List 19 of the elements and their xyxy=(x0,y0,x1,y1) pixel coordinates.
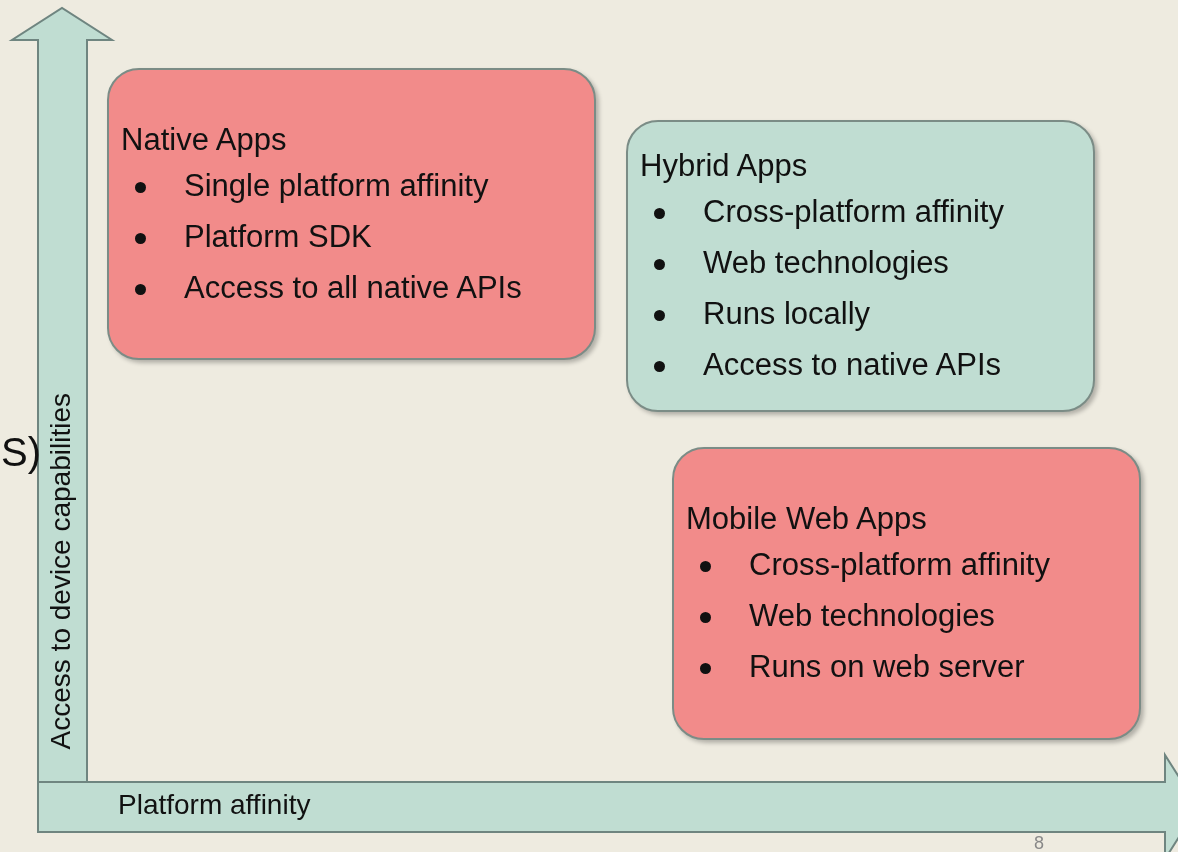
bullet-item: Platform SDK xyxy=(184,218,372,256)
axis-label: Platform affinity xyxy=(118,789,311,821)
bullet-item: Access to native APIs xyxy=(703,346,1002,384)
bullet-item: Cross-platform affinity xyxy=(749,546,1050,584)
bullet-item: Single platform affinity xyxy=(184,167,489,205)
category-box xyxy=(626,120,1095,412)
bullet-item: Runs on web server xyxy=(749,648,1025,686)
bullet-item: Cross-platform affinity xyxy=(703,193,1004,231)
box-heading: Mobile Web Apps xyxy=(686,500,927,538)
box-heading: Hybrid Apps xyxy=(640,147,808,185)
bullet-item: Runs locally xyxy=(703,295,871,333)
bullet-item: Web technologies xyxy=(703,244,949,282)
category-box xyxy=(107,68,596,360)
axis-label: Access to device capabilities xyxy=(45,392,77,749)
bullet-item: Web technologies xyxy=(749,597,995,635)
box-heading: Native Apps xyxy=(121,121,287,159)
category-box xyxy=(672,447,1141,740)
bullet-item: Access to all native APIs xyxy=(184,269,522,307)
page-number: 8 xyxy=(1034,834,1044,852)
